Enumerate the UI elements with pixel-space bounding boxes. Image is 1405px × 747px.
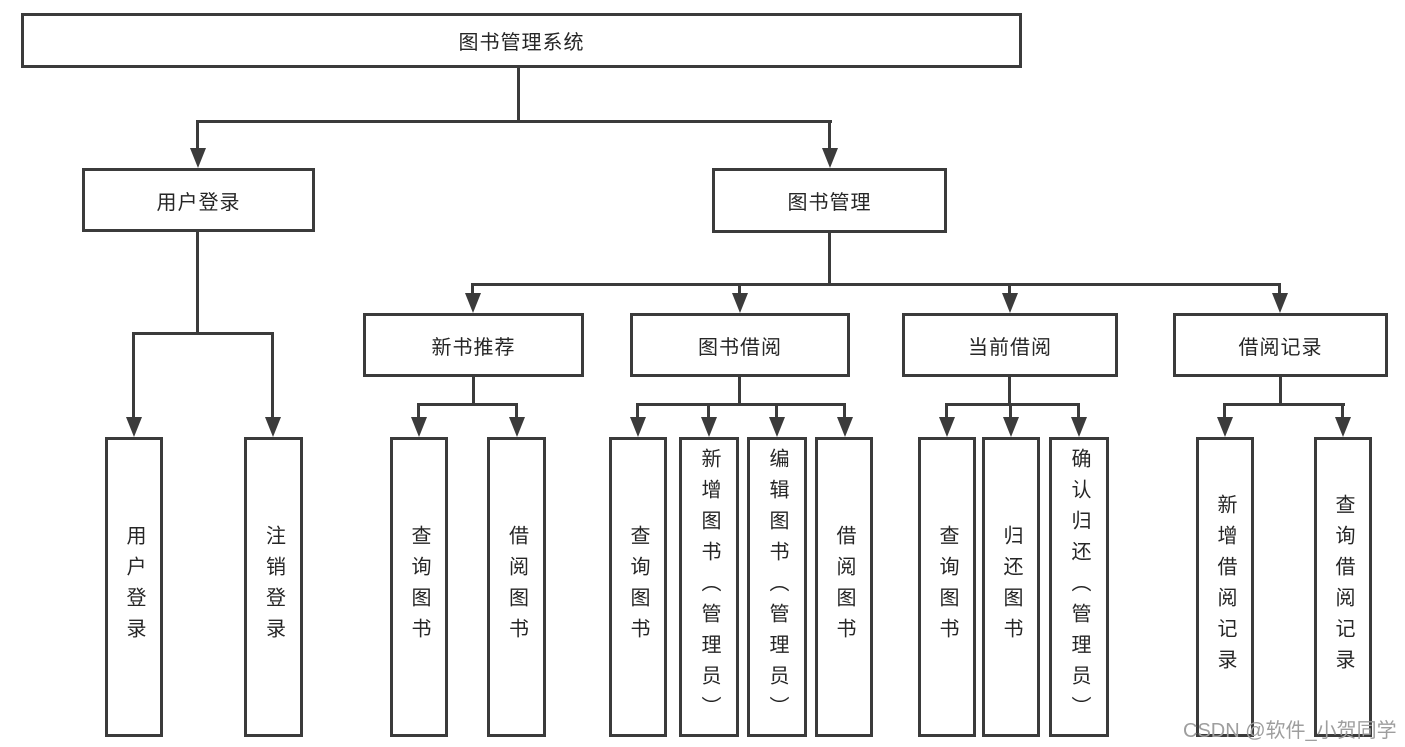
leaf-logout: 注销登录 xyxy=(244,437,303,737)
edge-v xyxy=(196,120,199,150)
leaf-add-borrow-record: 新增借阅记录 xyxy=(1196,437,1254,737)
leaf-query-books-current-label: 查询图书 xyxy=(936,525,958,649)
node-book-management-label: 图书管理 xyxy=(787,192,872,214)
arrowhead-down-icon xyxy=(1003,417,1019,437)
leaf-add-books-admin: 新增图书（管理员） xyxy=(679,437,739,737)
arrowhead-down-icon xyxy=(630,417,646,437)
node-root: 图书管理系统 xyxy=(21,13,1022,68)
edge-v xyxy=(636,403,639,419)
leaf-add-books-admin-label: 新增图书（管理员） xyxy=(698,447,720,727)
edge-v xyxy=(843,403,846,419)
edge-v xyxy=(828,233,831,286)
leaf-confirm-return-admin: 确认归还（管理员） xyxy=(1049,437,1109,737)
edge-v xyxy=(271,332,274,419)
leaf-logout-label: 注销登录 xyxy=(262,525,285,649)
leaf-borrow-books-recommend-label: 借阅图书 xyxy=(505,525,528,649)
edge-v xyxy=(417,403,420,419)
node-root-label: 图书管理系统 xyxy=(458,32,585,54)
arrowhead-down-icon xyxy=(1217,417,1233,437)
arrowhead-down-icon xyxy=(509,417,525,437)
arrowhead-down-icon xyxy=(701,417,717,437)
leaf-query-books-borrowing-label: 查询图书 xyxy=(627,525,649,649)
edge-h xyxy=(471,283,1281,286)
edge-h xyxy=(132,332,274,335)
edge-v xyxy=(1008,377,1011,406)
arrowhead-down-icon xyxy=(837,417,853,437)
edge-v xyxy=(472,377,475,406)
leaf-borrow-books-recommend: 借阅图书 xyxy=(487,437,546,737)
edge-v xyxy=(1008,283,1011,296)
edge-v xyxy=(515,403,518,419)
node-current-borrowing-label: 当前借阅 xyxy=(968,336,1052,359)
arrowhead-down-icon xyxy=(1335,417,1351,437)
leaf-query-books-current: 查询图书 xyxy=(918,437,976,737)
arrowhead-down-icon xyxy=(732,293,748,313)
edge-h xyxy=(1223,403,1345,406)
arrowhead-down-icon xyxy=(769,417,785,437)
node-user-login-label: 用户登录 xyxy=(156,191,241,214)
arrowhead-down-icon xyxy=(411,417,427,437)
arrowhead-down-icon xyxy=(190,148,206,168)
edge-h xyxy=(636,403,846,406)
leaf-return-books-label: 归还图书 xyxy=(1000,525,1022,649)
leaf-query-books-recommend: 查询图书 xyxy=(390,437,448,737)
leaf-query-books-borrowing: 查询图书 xyxy=(609,437,667,737)
leaf-user-login-label: 用户登录 xyxy=(123,525,145,649)
edge-h xyxy=(945,403,1080,406)
edge-v xyxy=(1009,403,1012,419)
node-current-borrowing: 当前借阅 xyxy=(902,313,1118,377)
leaf-borrow-books-borrowing: 借阅图书 xyxy=(815,437,873,737)
leaf-edit-books-admin-label: 编辑图书（管理员） xyxy=(766,447,788,727)
edge-v xyxy=(1077,403,1080,419)
node-book-management: 图书管理 xyxy=(712,168,947,233)
leaf-user-login: 用户登录 xyxy=(105,437,163,737)
arrowhead-down-icon xyxy=(465,293,481,313)
node-borrowing-records: 借阅记录 xyxy=(1173,313,1388,377)
edge-v xyxy=(132,332,135,419)
node-borrowing-records-label: 借阅记录 xyxy=(1238,336,1323,359)
arrowhead-down-icon xyxy=(1071,417,1087,437)
edge-h xyxy=(196,120,832,123)
edge-v xyxy=(196,232,199,335)
csdn-watermark: CSDN @软件_小贺同学 xyxy=(1183,720,1397,742)
leaf-return-books: 归还图书 xyxy=(982,437,1040,737)
node-book-borrowing-label: 图书借阅 xyxy=(698,336,782,359)
arrowhead-down-icon xyxy=(265,417,281,437)
node-user-login: 用户登录 xyxy=(82,168,315,232)
arrowhead-down-icon xyxy=(126,417,142,437)
node-new-book-recommend: 新书推荐 xyxy=(363,313,584,377)
leaf-edit-books-admin: 编辑图书（管理员） xyxy=(747,437,807,737)
edge-h xyxy=(417,403,518,406)
edge-v xyxy=(738,283,741,296)
leaf-query-borrow-record: 查询借阅记录 xyxy=(1314,437,1372,737)
node-new-book-recommend-label: 新书推荐 xyxy=(431,336,516,359)
edge-v xyxy=(1278,283,1281,296)
arrowhead-down-icon xyxy=(1002,293,1018,313)
leaf-add-borrow-record-label: 新增借阅记录 xyxy=(1214,494,1236,680)
edge-v xyxy=(1279,377,1282,406)
arrowhead-down-icon xyxy=(822,148,838,168)
edge-v xyxy=(517,66,520,122)
edge-v xyxy=(945,403,948,419)
node-book-borrowing: 图书借阅 xyxy=(630,313,850,377)
leaf-query-borrow-record-label: 查询借阅记录 xyxy=(1332,494,1354,680)
edge-v xyxy=(1341,403,1344,419)
edge-v xyxy=(738,377,741,406)
edge-v xyxy=(707,403,710,419)
edge-v xyxy=(471,283,474,296)
arrowhead-down-icon xyxy=(1272,293,1288,313)
edge-v xyxy=(828,120,831,150)
leaf-query-books-recommend-label: 查询图书 xyxy=(408,525,430,649)
edge-v xyxy=(775,403,778,419)
leaf-borrow-books-borrowing-label: 借阅图书 xyxy=(833,525,855,649)
leaf-confirm-return-admin-label: 确认归还（管理员） xyxy=(1068,447,1090,727)
edge-v xyxy=(1223,403,1226,419)
arrowhead-down-icon xyxy=(939,417,955,437)
